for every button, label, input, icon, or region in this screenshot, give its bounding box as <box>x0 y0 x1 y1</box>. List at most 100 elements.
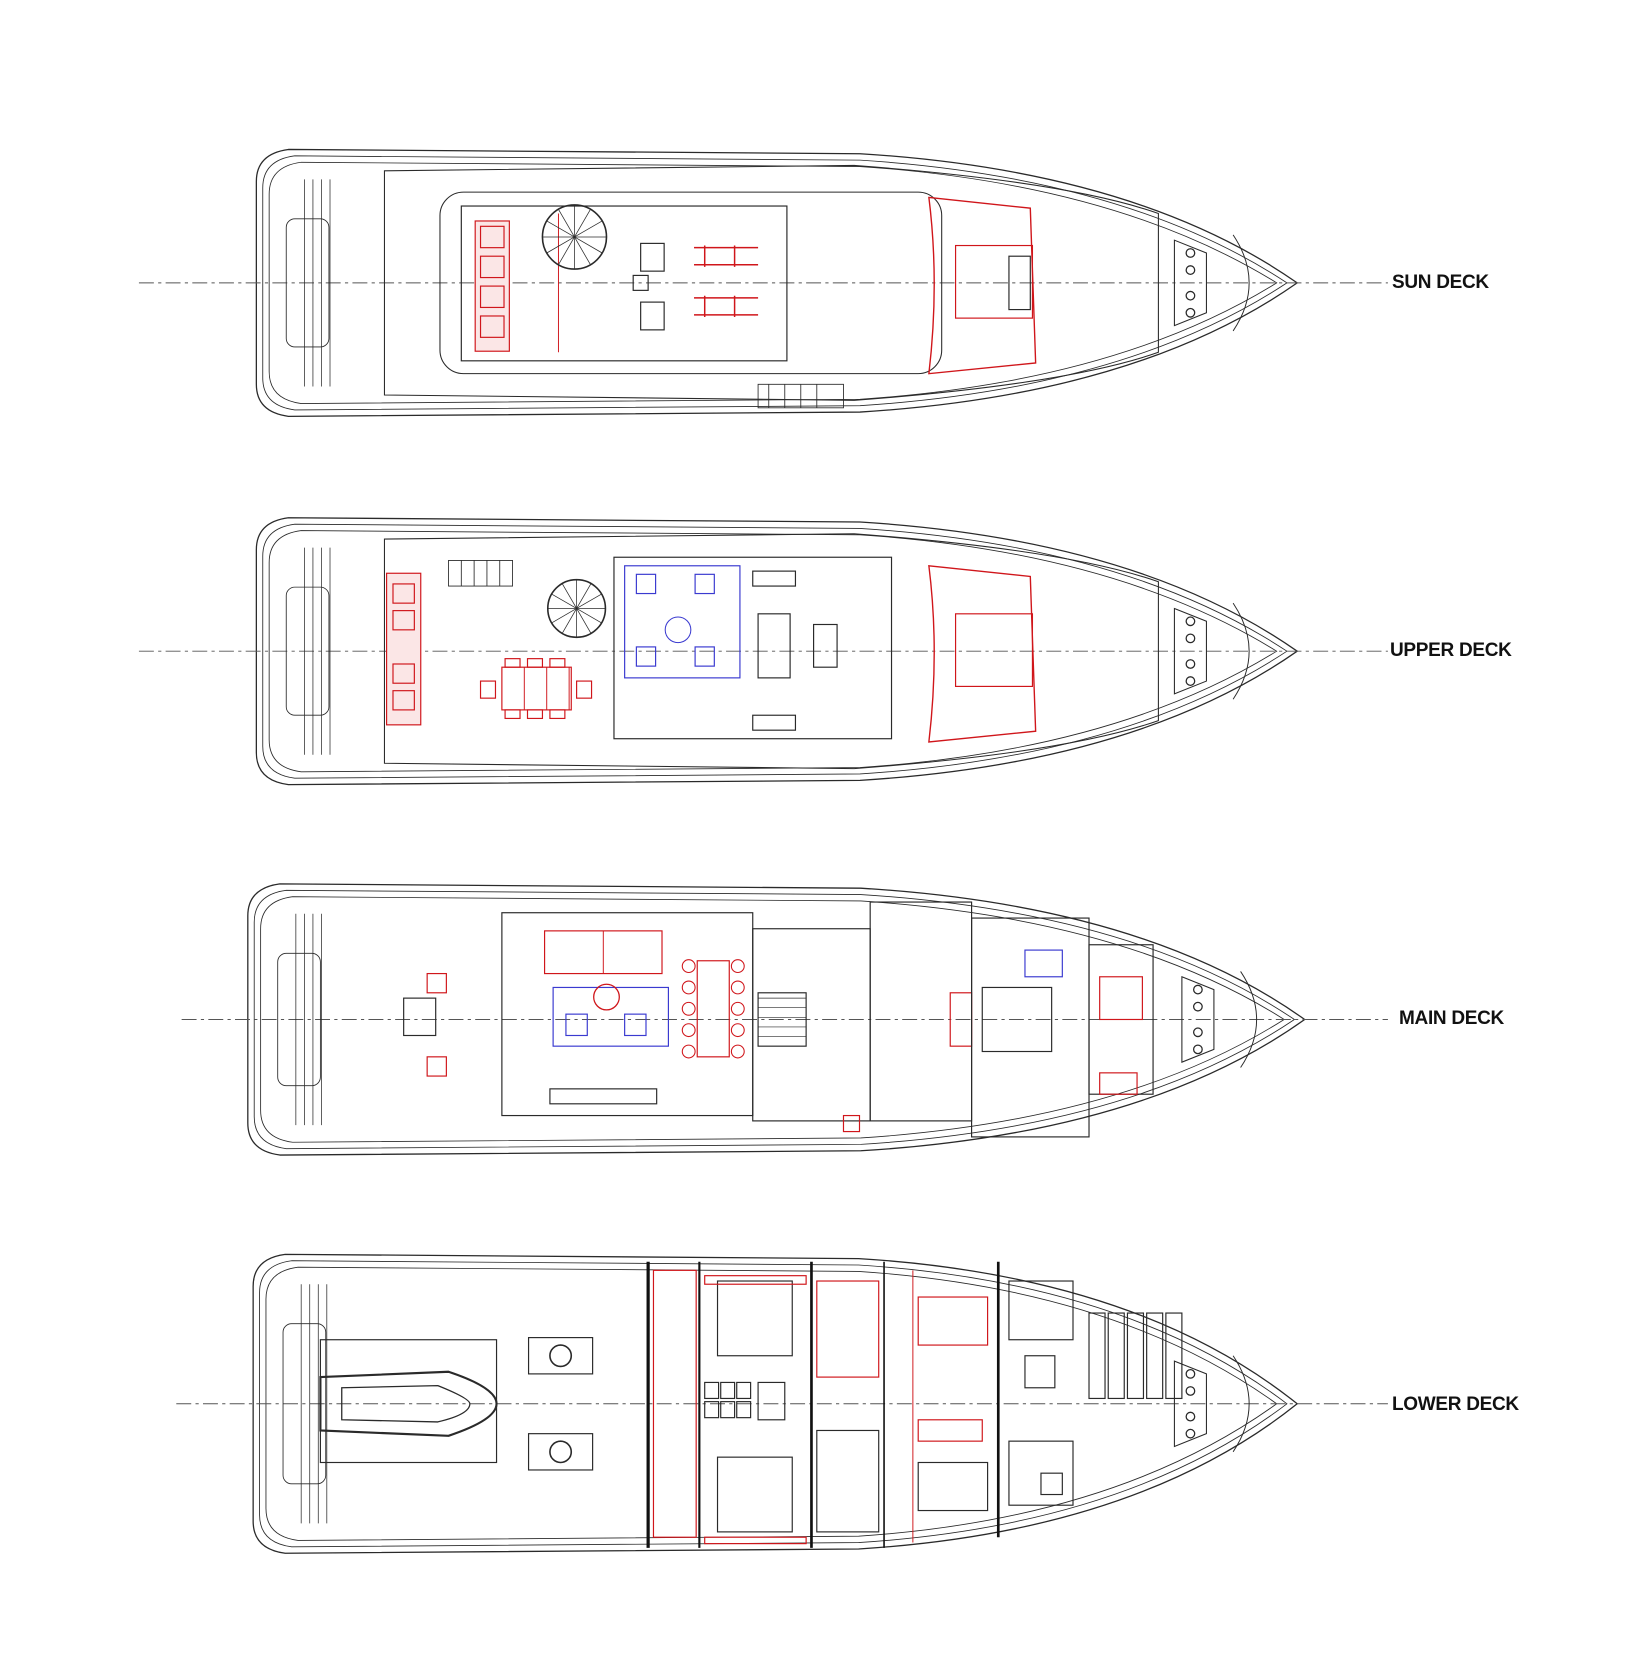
stair-tread <box>576 608 602 624</box>
dining-chair <box>730 1001 745 1016</box>
sideboard <box>549 1088 658 1105</box>
superstructure-outline <box>383 164 1159 401</box>
armchair <box>565 1013 588 1037</box>
twin-cabin-bed <box>917 1296 989 1346</box>
swim-platform <box>282 1323 327 1485</box>
cushion <box>392 663 415 684</box>
windlass-icon <box>1185 1428 1196 1439</box>
upper-deck-plan <box>138 517 1388 786</box>
bow-rail <box>1232 602 1250 700</box>
dining-chair <box>549 709 566 720</box>
bow-rail <box>1232 1355 1250 1453</box>
helm-console <box>813 623 838 668</box>
armchair <box>694 573 715 595</box>
stair-tread <box>574 236 603 254</box>
swim-platform <box>285 586 330 716</box>
hardtop-outline <box>439 191 943 375</box>
bench <box>752 570 797 587</box>
stair-tread <box>576 593 602 609</box>
storage-compartment <box>1165 1312 1183 1400</box>
dining-chair <box>526 658 544 668</box>
windlass-icon <box>1192 1027 1203 1038</box>
windlass-icon <box>1185 290 1196 301</box>
windlass-icon <box>1185 265 1196 275</box>
storage-locker <box>736 1401 752 1419</box>
cushion <box>479 315 505 338</box>
hull-outline <box>260 896 1285 1143</box>
sunbed <box>640 242 665 272</box>
armchair <box>624 1013 647 1037</box>
storage-compartment <box>1146 1312 1164 1400</box>
dining-table <box>501 666 572 711</box>
washer <box>1040 1472 1063 1496</box>
galley-lobby-walls <box>752 928 871 1122</box>
tender-hull-inner <box>341 1384 471 1423</box>
engine <box>527 1337 594 1375</box>
desk <box>917 1419 983 1442</box>
cushion <box>479 285 505 309</box>
dining-chair <box>681 980 696 995</box>
staircase <box>757 992 807 1047</box>
guest-bed <box>716 1280 793 1357</box>
cushion <box>392 583 415 604</box>
skylounge-walls <box>613 556 893 740</box>
wardrobe <box>704 1536 807 1545</box>
dining-chair <box>730 1044 745 1059</box>
ensuite-bathroom <box>816 1280 880 1378</box>
storage-compartment <box>1126 1312 1145 1400</box>
storage-locker <box>736 1381 752 1400</box>
storage-compartment <box>1107 1312 1125 1400</box>
hull-outline <box>265 1266 1278 1541</box>
windlass-plate <box>1173 1360 1207 1448</box>
dining-chair <box>504 658 521 668</box>
stair-tread <box>551 593 577 609</box>
storage-compartment <box>1088 1312 1106 1400</box>
tender-icon <box>319 1370 498 1437</box>
windlass-plate <box>1173 607 1207 695</box>
aft-deck-chair <box>426 972 447 994</box>
stair-tread <box>576 608 592 634</box>
storage-locker <box>704 1381 720 1400</box>
armchair <box>694 646 715 667</box>
windlass-icon <box>1185 676 1196 686</box>
coffee-table <box>593 983 620 1011</box>
coffee-table <box>664 616 692 644</box>
main-deck-plan <box>181 883 1388 1156</box>
dining-chair <box>504 709 521 720</box>
sunpad <box>954 613 1034 687</box>
windlass-icon <box>1192 984 1203 995</box>
stair-tread <box>576 583 592 609</box>
cushion <box>479 225 505 249</box>
stair-tread <box>561 583 577 609</box>
stair-tread <box>574 209 591 238</box>
windlass-plate <box>1181 975 1215 1063</box>
bow-rail <box>1240 971 1257 1068</box>
dining-chair <box>730 959 745 974</box>
windlass-icon <box>1185 616 1196 627</box>
dining-chair <box>681 1001 696 1016</box>
crew-bathroom <box>1024 1355 1056 1389</box>
main-deck-label: MAIN DECK <box>1399 1008 1504 1029</box>
aft-sofa <box>386 572 422 726</box>
foredeck-lounge <box>928 196 1037 375</box>
tender-cradle <box>319 1339 498 1464</box>
storage-locker <box>704 1401 720 1419</box>
hull-outline <box>262 523 1288 779</box>
console <box>1008 255 1031 311</box>
locker <box>842 1114 861 1133</box>
stair-tread <box>546 220 575 238</box>
windlass-icon <box>1185 633 1196 644</box>
aft-table <box>403 997 437 1037</box>
helm-seat-icon <box>694 245 759 267</box>
engine <box>527 1433 594 1471</box>
swim-platform <box>285 218 330 348</box>
engine-icon <box>549 1440 573 1464</box>
dining-chair <box>576 680 593 699</box>
windlass-icon <box>1192 1001 1203 1012</box>
twin-cabin-bed <box>917 1461 989 1512</box>
ensuite-bathroom <box>816 1429 880 1533</box>
helm-seat-icon <box>694 295 759 318</box>
lounge-rug <box>624 565 741 679</box>
dining-table <box>696 960 730 1058</box>
hull-outline <box>255 517 1299 786</box>
